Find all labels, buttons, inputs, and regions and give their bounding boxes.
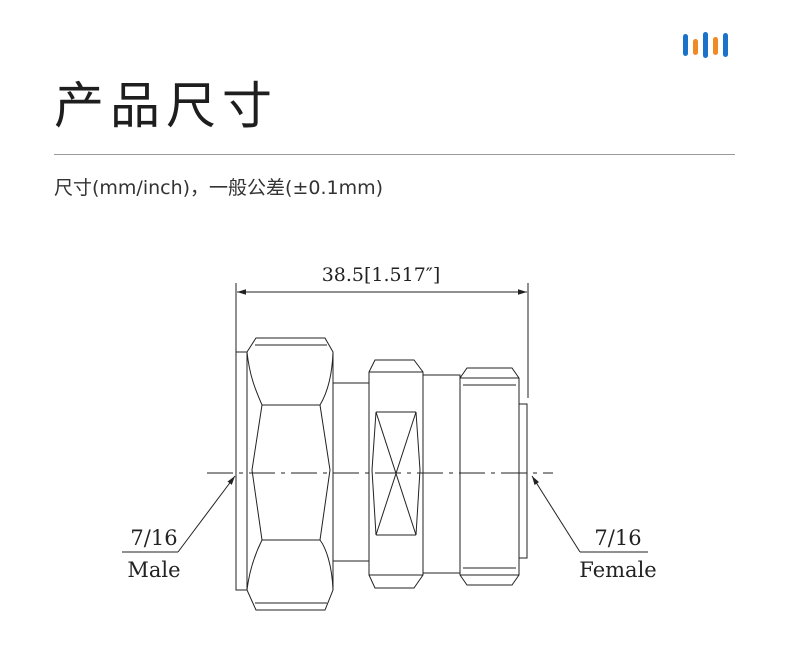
female-tip [518, 403, 528, 559]
male-leader-line [177, 475, 236, 553]
connector-body [235, 337, 528, 611]
overall-length-label: 38.5[1.517″] [322, 264, 441, 286]
brand-logo-icon [683, 32, 728, 58]
overall-length-dimension [235, 283, 529, 398]
female-coupling [459, 367, 520, 586]
title-divider [54, 154, 735, 155]
male-flange-plate [235, 351, 248, 591]
male-gender-label: Male [127, 558, 180, 582]
body-neck-2 [422, 374, 461, 574]
logo-bar-3 [703, 32, 708, 58]
female-coupling-grooves [460, 377, 519, 576]
female-gender-label: Female [579, 558, 656, 582]
female-leader-line [531, 475, 581, 553]
logo-bar-4 [713, 37, 718, 55]
female-size-label: 7/16 [594, 526, 641, 550]
female-end-leader [531, 475, 648, 553]
page-title: 产品尺寸 [54, 77, 278, 135]
dimension-unit-note: 尺寸(mm/inch)，一般公差(±0.1mm) [54, 177, 384, 199]
male-end-leader [122, 475, 236, 553]
male-hex-nut-facets [246, 344, 334, 604]
logo-bar-1 [683, 34, 688, 56]
logo-bar-2 [693, 39, 698, 55]
male-size-label: 7/16 [130, 526, 177, 550]
body-neck-1 [332, 382, 371, 562]
logo-bar-5 [723, 33, 728, 57]
